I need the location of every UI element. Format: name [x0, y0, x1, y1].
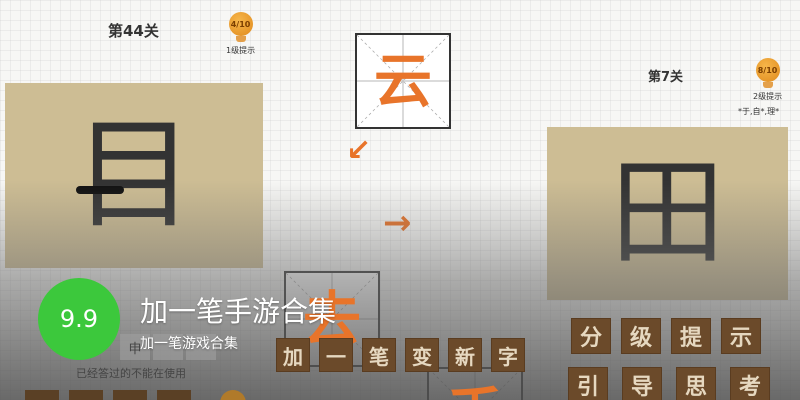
- faded-tile: [186, 334, 216, 360]
- lightbulb-icon: 8/10: [755, 58, 780, 82]
- tile[interactable]: 变: [405, 338, 439, 372]
- arrow-down-left-icon: ↙: [346, 133, 372, 168]
- rating-badge: 9.9: [38, 278, 120, 360]
- left-bottom-tiles: [25, 390, 191, 400]
- hint-circle-icon[interactable]: [220, 390, 246, 400]
- tile[interactable]: 字: [491, 338, 525, 372]
- bottom-overlay: [0, 180, 800, 400]
- left-level-title: 第44关: [108, 22, 159, 40]
- app-title: 加一笔手游合集: [140, 295, 337, 328]
- hint-count: 8/10: [757, 65, 778, 75]
- char-yun: 云: [373, 47, 432, 115]
- app-subtitle: 加一笔游戏合集: [140, 336, 238, 352]
- char-diu: 丢: [446, 386, 504, 400]
- tile[interactable]: 考: [730, 367, 770, 400]
- tile[interactable]: 思: [676, 367, 716, 400]
- tile[interactable]: 加: [276, 338, 310, 372]
- right-tiles-row2: 引 导 思 考: [568, 367, 770, 400]
- faded-tiles: 申: [120, 334, 216, 360]
- faded-tile: [153, 334, 183, 360]
- lightbulb-base: [235, 36, 246, 42]
- hint-detail: *于,自*,理*: [738, 107, 780, 116]
- tile[interactable]: 一: [319, 338, 353, 372]
- faded-tile: 申: [120, 334, 150, 360]
- tile[interactable]: 示: [721, 318, 761, 354]
- tile[interactable]: 导: [622, 367, 662, 400]
- tile[interactable]: 级: [621, 318, 661, 354]
- tile[interactable]: 笔: [362, 338, 396, 372]
- center-tiles: 加 一 笔 变 新 字: [276, 338, 525, 372]
- tile[interactable]: 引: [568, 367, 608, 400]
- tianzige-top: 云: [355, 33, 451, 129]
- right-tiles-row1: 分 级 提 示: [571, 318, 761, 354]
- used-notice: 已经答过的不能在使用: [76, 367, 186, 380]
- lightbulb-base: [762, 82, 773, 88]
- right-hint-button[interactable]: 8/10 2级提示: [753, 58, 782, 102]
- tile[interactable]: 提: [671, 318, 711, 354]
- tile[interactable]: 分: [571, 318, 611, 354]
- right-level-title: 第7关: [648, 70, 684, 85]
- hint-label: 2级提示: [753, 92, 783, 101]
- lightbulb-icon: 4/10: [228, 12, 253, 36]
- tile[interactable]: 新: [448, 338, 482, 372]
- left-hint-button[interactable]: 4/10 1级提示: [226, 12, 255, 56]
- hint-count: 4/10: [230, 19, 251, 29]
- hint-label: 1级提示: [226, 46, 256, 55]
